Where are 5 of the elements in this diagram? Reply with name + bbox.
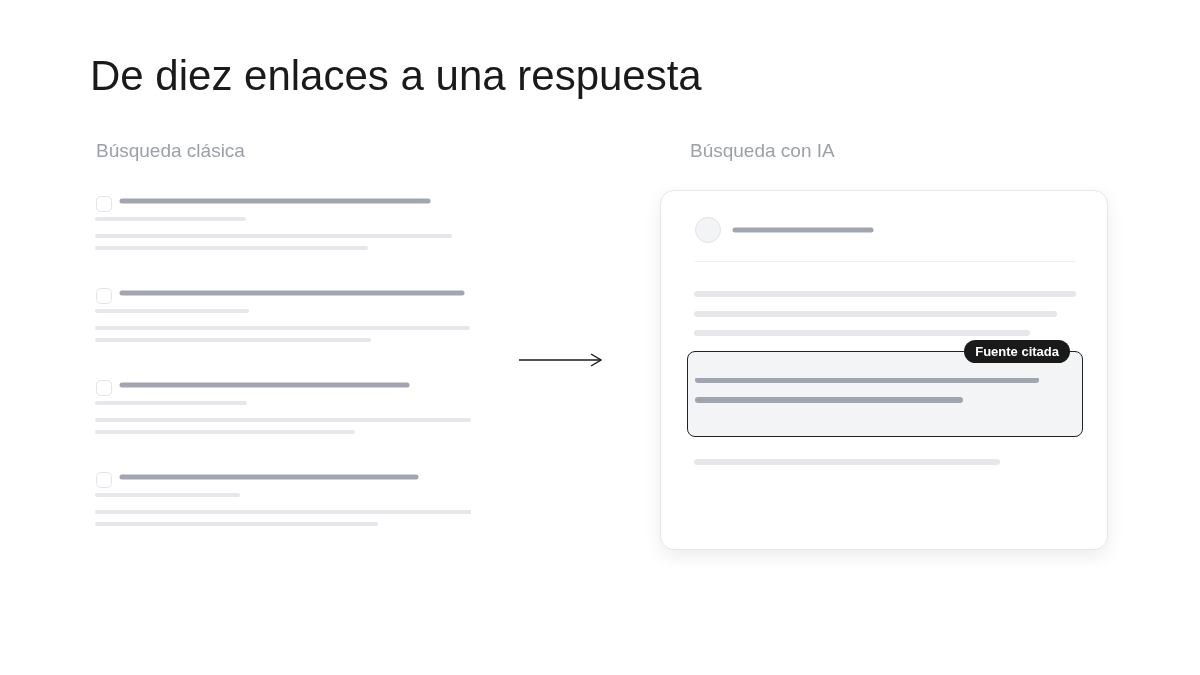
title: De diez enlaces a una respuesta bbox=[90, 52, 702, 100]
source-tag: Fuente citada bbox=[964, 340, 1070, 363]
column-heading: Búsqueda con IA bbox=[690, 140, 835, 162]
arrow bbox=[518, 353, 602, 367]
column-heading: Búsqueda clásica bbox=[96, 140, 245, 162]
